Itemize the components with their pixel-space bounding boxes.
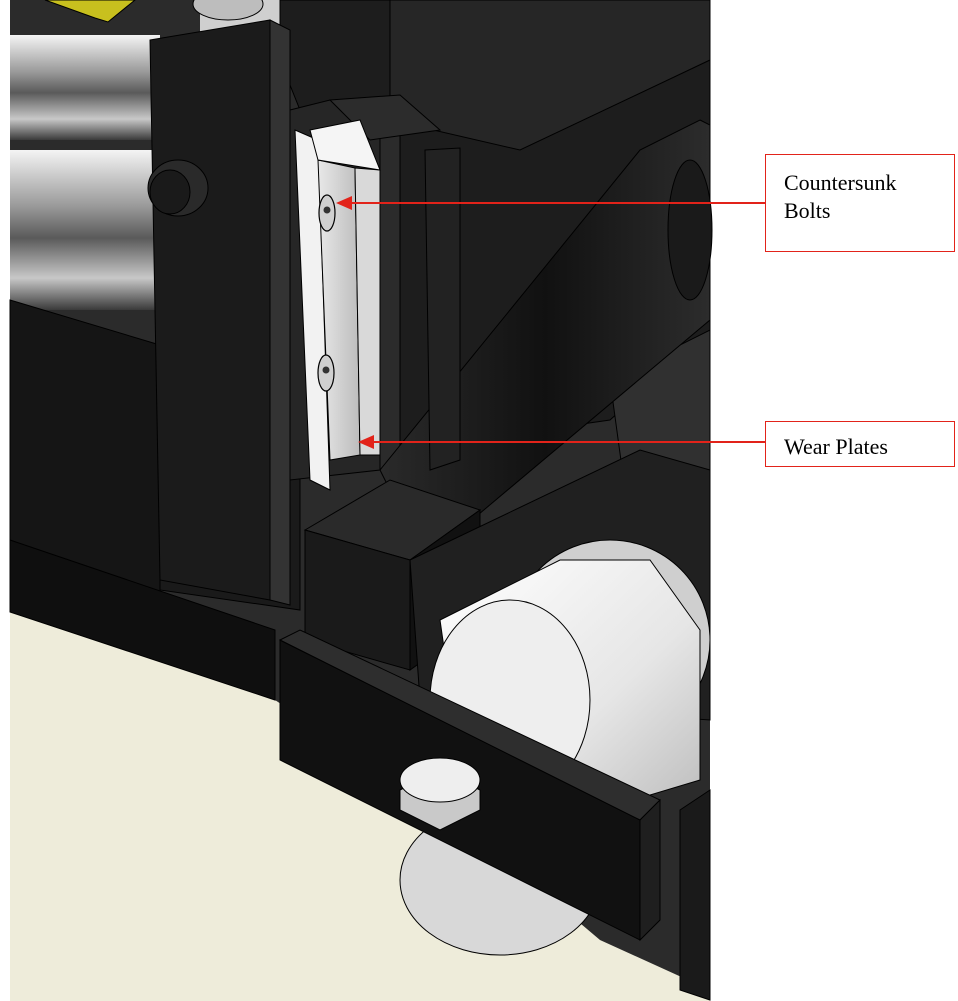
vertical-post (149, 19, 271, 601)
lower-frame-rail-bottom (9, 539, 276, 701)
callout-label-wear-plates: Wear Plates (784, 434, 888, 459)
callout-wear-plates: Wear Plates (765, 421, 955, 467)
right-upright (679, 789, 711, 1001)
pipe-end (667, 159, 713, 301)
countersunk-bolts (317, 194, 336, 392)
vertical-post-side (269, 19, 291, 606)
callout-label-countersunk-bolts: Countersunk Bolts (784, 170, 897, 223)
arrowhead-wear-plates (358, 435, 374, 449)
callout-arrows (336, 196, 765, 449)
top-bolt-head (192, 0, 264, 21)
callout-countersunk-bolts: Countersunk Bolts (765, 154, 955, 252)
wear-plates (294, 119, 381, 491)
yellow-bracket (44, 0, 136, 23)
front-beam-end (639, 798, 661, 942)
arrowhead-countersunk-bolts (336, 196, 352, 210)
axle-pin (399, 757, 481, 831)
post-pin-face (149, 169, 191, 215)
guide-lip (424, 147, 461, 471)
